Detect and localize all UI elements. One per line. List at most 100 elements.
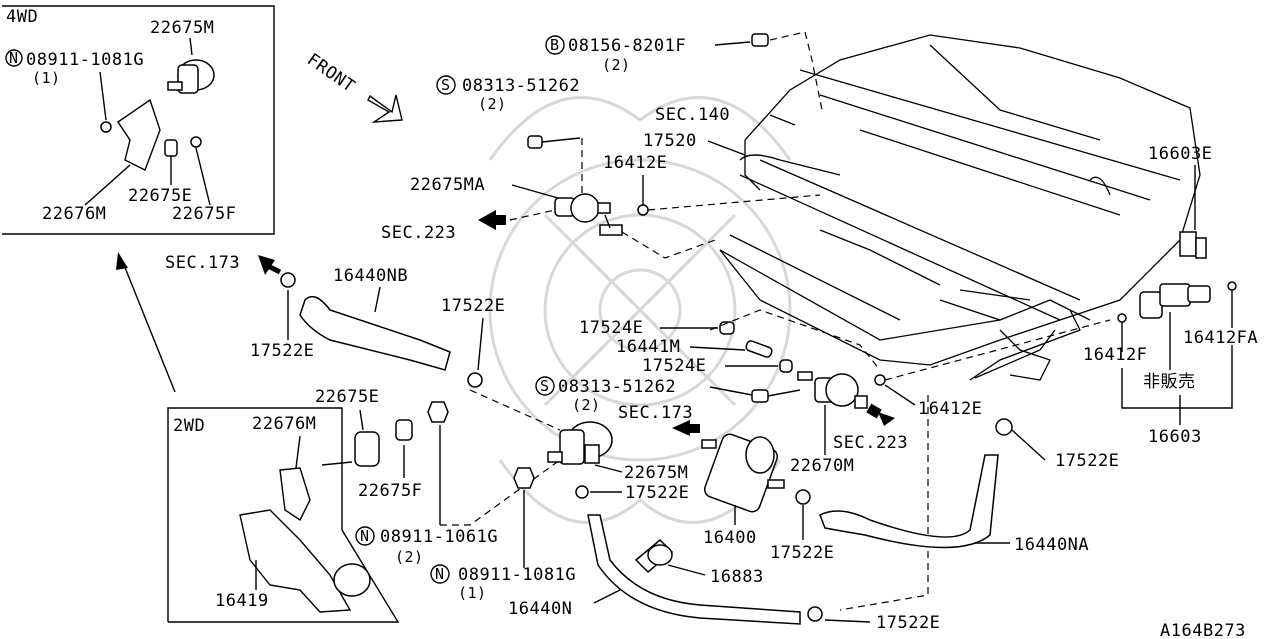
callout-S-top (436, 75, 456, 95)
watermark-emblem (488, 96, 792, 524)
label-16400: 16400 (703, 528, 757, 548)
label-08911-1061G: 08911-1061G (380, 527, 498, 547)
label-17524E-a: 17524E (579, 318, 643, 338)
fuel-rail (739, 154, 841, 176)
label-not-for-sale: 非販売 (1143, 372, 1196, 392)
label-16412E-mid: 16412E (918, 399, 982, 419)
label-sec173-left: SEC.173 (165, 253, 240, 273)
inset-2wd: 2WD 22676M 16419 (167, 407, 400, 623)
oring-16412F (1117, 313, 1127, 323)
bolt-B (751, 33, 769, 47)
callout-S-mid (535, 376, 555, 396)
label-16412E-top: 16412E (603, 153, 667, 173)
label-22675E-4wd: 22675E (128, 186, 192, 206)
label-S-top-qty: (2) (478, 95, 507, 113)
hose-16440NB (299, 295, 451, 371)
callout-B (545, 35, 565, 55)
label-16603: 16603 (1148, 427, 1202, 447)
hose-16440NA (819, 454, 999, 549)
label-17520: 17520 (643, 131, 697, 151)
oring-16412E-mid (874, 374, 886, 386)
callout-S-mid-letter: S (540, 377, 550, 395)
nut-08911-1081G (513, 467, 535, 489)
clamp-17522E-e (795, 489, 811, 505)
label-sec223-mid: SEC.223 (833, 433, 908, 453)
label-N-1081-qty: (1) (458, 584, 487, 602)
label-22675F-4wd: 22675F (172, 204, 236, 224)
bolt-S-top (527, 135, 543, 149)
bracket-4wd (117, 98, 161, 171)
collar-4wd (190, 136, 202, 148)
inset-arrow (116, 252, 176, 393)
label-16412FA: 16412FA (1183, 328, 1258, 348)
label-22676M-4wd: 22676M (42, 204, 106, 224)
label-16440NB: 16440NB (333, 266, 408, 286)
label-N-1061-qty: (2) (395, 548, 424, 566)
label-16440N: 16440N (508, 599, 572, 619)
callout-S-top-letter: S (441, 76, 451, 94)
clamp-17522E-b (467, 372, 483, 388)
front-label: FRONT (303, 50, 358, 97)
arrow-sec173-mid (672, 420, 690, 436)
hose-17524E-b (779, 359, 793, 373)
label-22670M: 22670M (790, 456, 854, 476)
label-08911-1081G-4wd: 08911-1081G (26, 50, 144, 70)
callout-N-4wd-letter: N (9, 49, 19, 67)
callout-N-1061 (355, 526, 375, 546)
label-17522E-a: 17522E (250, 341, 314, 361)
label-22675M-mid: 22675M (624, 463, 688, 483)
bracket-2wd (279, 467, 311, 522)
callout-N-1061-letter: N (360, 527, 370, 545)
grommet-4wd (164, 139, 178, 157)
bracket-16419 (239, 509, 352, 613)
inset-4wd: 4WD 22675M N 08911-1081G (1) 22675E 2267… (2, 5, 275, 235)
bolt-S-mid (751, 389, 769, 403)
clamp-17522E-f (807, 606, 823, 622)
label-S-mid-qty: (2) (572, 396, 601, 414)
fuel-filter-16400 (701, 433, 785, 513)
collar-22675F-2wd (395, 419, 413, 441)
diagram-code: A164B273 (1160, 621, 1246, 639)
regulator-4wd (167, 59, 215, 94)
oring-16412E-top (637, 204, 649, 216)
inset-2wd-title: 2WD (173, 416, 205, 436)
label-22676M-2wd: 22676M (252, 414, 316, 434)
arrow-sec223-mid (878, 412, 895, 426)
label-08156-8201F: 08156-8201F (568, 36, 686, 56)
grommet-22675E-2wd (354, 431, 380, 467)
hose-16441M (745, 340, 773, 358)
clamp-17522E-c (995, 418, 1013, 436)
label-22675M-4wd: 22675M (150, 18, 214, 38)
label-sec140: SEC.140 (655, 105, 730, 125)
nut-08911-1061G (427, 401, 449, 423)
hose-16440N (587, 514, 801, 625)
label-17522E-b: 17522E (441, 296, 505, 316)
regulator-22670M (797, 371, 868, 409)
label-17522E-d: 17522E (625, 483, 689, 503)
nut-4wd (100, 121, 112, 133)
callout-N-1081-letter: N (435, 565, 445, 583)
label-17524E-b: 17524E (642, 356, 706, 376)
label-16419: 16419 (215, 591, 269, 611)
label-22675E-2wd: 22675E (315, 387, 379, 407)
label-qty-4wd: (1) (32, 69, 61, 87)
label-22675F-2wd: 22675F (358, 481, 422, 501)
engine-block (719, 34, 1201, 381)
injector-16603 (1139, 283, 1211, 319)
oring-16412FA (1227, 281, 1237, 291)
label-08313-51262-mid: 08313-51262 (558, 377, 676, 397)
label-sec223-top: SEC.223 (381, 223, 456, 243)
label-16441M: 16441M (616, 337, 680, 357)
label-16603E: 16603E (1148, 144, 1212, 164)
regulator-22675MA (554, 193, 623, 236)
clip-16883 (634, 538, 674, 574)
callout-N-1081 (430, 564, 450, 584)
callout-B-letter: B (550, 36, 560, 54)
front-indicator: FRONT (303, 50, 403, 123)
label-16440NA: 16440NA (1014, 535, 1089, 555)
label-08911-1081G-mid: 08911-1081G (458, 565, 576, 585)
clamp-16419 (333, 563, 371, 597)
regulator-22675M-mid (547, 421, 613, 465)
label-16883: 16883 (710, 567, 764, 587)
